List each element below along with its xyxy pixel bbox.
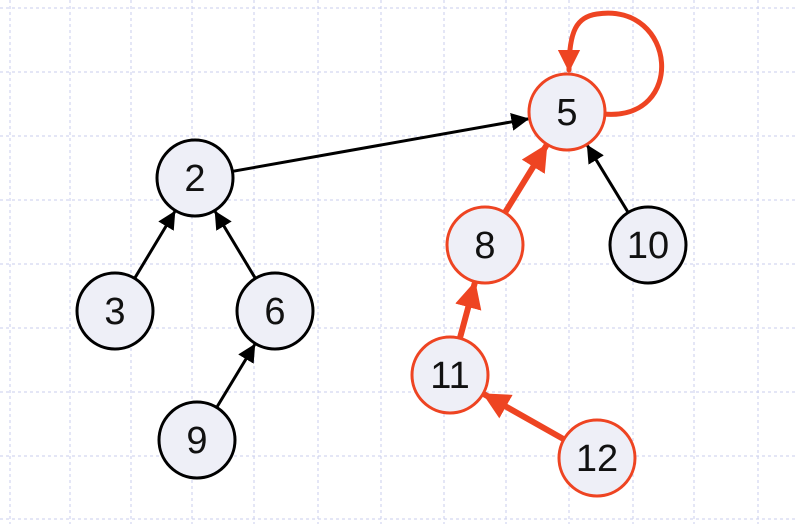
edge-3-to-2 xyxy=(133,210,176,280)
edge-10-to-5 xyxy=(586,144,630,214)
node-6: 6 xyxy=(235,271,315,351)
edge-self-loop-5 xyxy=(557,10,665,117)
edge-6-to-2 xyxy=(214,210,257,280)
node-5: 5 xyxy=(527,72,607,152)
node-9: 9 xyxy=(157,400,237,480)
node-label: 2 xyxy=(184,158,205,200)
node-8: 8 xyxy=(445,205,525,285)
node-circle xyxy=(75,271,155,351)
node-label: 9 xyxy=(186,420,207,462)
node-10: 10 xyxy=(608,205,688,285)
node-circle xyxy=(557,418,637,498)
node-circle xyxy=(527,72,607,152)
nodes: 2 3 6 9 5 8 10 11 12 xyxy=(75,72,688,498)
node-circle xyxy=(410,335,490,415)
node-label: 12 xyxy=(576,438,618,480)
node-label: 3 xyxy=(104,291,125,333)
edge-12-to-11 xyxy=(481,391,567,442)
edge-8-to-5 xyxy=(502,143,550,215)
node-circle xyxy=(608,205,688,285)
node-circle xyxy=(235,271,315,351)
node-label: 10 xyxy=(627,225,669,267)
node-circle xyxy=(155,138,235,218)
node-label: 5 xyxy=(556,92,577,134)
node-label: 6 xyxy=(264,291,285,333)
node-3: 3 xyxy=(75,271,155,351)
node-circle xyxy=(157,400,237,480)
node-circle xyxy=(445,205,525,285)
edge-11-to-8 xyxy=(455,280,482,341)
edges xyxy=(133,10,665,442)
edge-9-to-6 xyxy=(215,343,256,409)
edge-2-to-5 xyxy=(231,112,530,173)
node-11: 11 xyxy=(410,335,490,415)
node-12: 12 xyxy=(557,418,637,498)
node-label: 11 xyxy=(430,355,469,397)
node-2: 2 xyxy=(155,138,235,218)
node-label: 8 xyxy=(474,225,495,267)
